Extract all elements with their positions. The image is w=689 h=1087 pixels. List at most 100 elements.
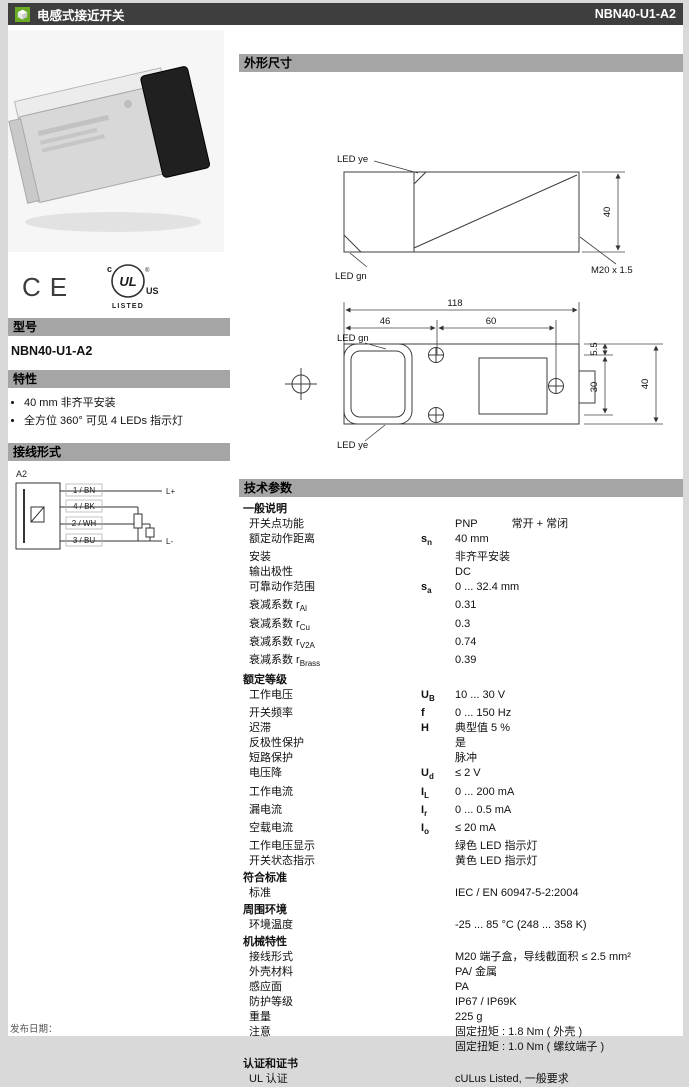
wiring-variant-label: A2: [16, 469, 27, 479]
spec-section-header: 机械特性: [243, 936, 287, 949]
spec-symbol: [421, 965, 455, 980]
section-header-connection: 接线形式: [8, 443, 230, 461]
spec-value: 225 g: [455, 1011, 483, 1024]
spec-label: 反极性保护: [249, 737, 304, 750]
release-date-note: 发布日期：: [10, 1024, 58, 1035]
ul-c-text: c: [107, 264, 112, 274]
spec-section-header: 周围环境: [243, 904, 287, 917]
spec-symbol: [421, 736, 455, 751]
spec-label: 感应面: [249, 981, 282, 994]
spec-value: 0 ... 32.4 mm: [455, 581, 520, 594]
spec-label: 电压降: [249, 767, 282, 780]
spec-row: 工作电压显示绿色 LED 指示灯: [239, 839, 683, 854]
ul-listed-logo: UL c US ® LISTED: [107, 264, 159, 310]
spec-label: 标准: [249, 887, 271, 900]
led-ye-label-bottom: LED ye: [337, 440, 368, 451]
spec-value: 典型值 5 %: [455, 722, 511, 735]
spec-value: 40 mm: [455, 533, 489, 545]
spec-label: 额定动作距离: [249, 533, 315, 545]
spec-value: 0.3: [455, 617, 471, 630]
spec-value: PA: [455, 981, 469, 994]
spec-section-header: 额定等级: [243, 674, 287, 687]
spec-value: 绿色 LED 指示灯: [455, 840, 538, 853]
spec-value: PA/ 金属: [455, 966, 497, 979]
spec-label: 开关频率: [249, 707, 293, 720]
led-gn-label-bottom: LED gn: [337, 333, 369, 344]
spec-label: 短路保护: [249, 752, 293, 765]
spec-label: 漏电流: [249, 803, 282, 816]
terminal-label: 3 / BU: [73, 536, 95, 545]
m20-label: M20 x 1.5: [591, 265, 633, 276]
spec-value: -25 ... 85 °C (248 ... 358 K): [455, 919, 587, 932]
spec-value: DC: [455, 566, 471, 579]
terminal-label: 1 / BN: [73, 486, 95, 495]
spec-section-header: 符合标准: [243, 872, 287, 885]
spec-label: 安装: [249, 551, 271, 564]
spec-section-header: 一般说明: [243, 503, 287, 515]
dim-5-5: 5.5: [589, 342, 600, 355]
dim-46: 46: [380, 316, 391, 327]
header-bar: 电感式接近开关 NBN40-U1-A2: [8, 3, 683, 25]
spec-label: 外壳材料: [249, 966, 293, 979]
product-photo-graphic: [8, 30, 224, 252]
ul-listed-text: LISTED: [112, 303, 144, 310]
l-minus-label: L-: [166, 537, 173, 546]
spec-symbol: [421, 839, 455, 854]
spec-symbol: [421, 1025, 455, 1055]
spec-label: 防护等级: [249, 996, 293, 1009]
product-photo: [8, 30, 230, 254]
spec-label: 环境温度: [249, 919, 293, 932]
spec-row: 外壳材料 PA/ 金属: [239, 965, 683, 980]
feature-item: 40 mm 非齐平安装: [24, 395, 230, 411]
spec-value: 固定扭矩 : 1.8 Nm ( 外壳 )固定扭矩 : 1.0 Nm ( 螺纹端子…: [455, 1026, 605, 1054]
led-ye-label: LED ye: [337, 154, 368, 165]
spec-row: 注意 固定扭矩 : 1.8 Nm ( 外壳 )固定扭矩 : 1.0 Nm ( 螺纹…: [239, 1025, 683, 1055]
load-symbols: [133, 513, 155, 538]
ul-logo-text: UL: [119, 274, 136, 289]
feature-item: 全方位 360° 可见 4 LEDs 指示灯: [24, 413, 230, 429]
spec-symbol: sn: [421, 533, 433, 548]
spec-label: 注意: [249, 1026, 271, 1039]
left-column: CE UL c US ® LISTED 型号 NBN40-U1-A2 特性 40…: [8, 30, 230, 1087]
terminal-label: 2 / WH: [72, 519, 97, 528]
spec-value: 10 ... 30 V: [455, 689, 506, 702]
section-header-dimensions: 外形尺寸: [239, 54, 683, 72]
wiring-diagram-block: A2: [8, 461, 230, 572]
spec-symbol: [421, 1010, 455, 1025]
spec-row: 感应面 PA: [239, 980, 683, 995]
spec-label: 衰减系数 rCu: [249, 617, 310, 632]
model-number: NBN40-U1-A2: [11, 344, 93, 358]
spec-label: 重量: [249, 1011, 271, 1024]
spec-row: 反极性保护 是: [239, 736, 683, 751]
spec-value: ≤ 2 V: [455, 767, 481, 780]
dim-60: 60: [486, 316, 497, 327]
header-model: NBN40-U1-A2: [594, 7, 676, 21]
spec-label: 衰减系数 rBrass: [249, 653, 321, 669]
spec-symbol: [421, 751, 455, 766]
spec-value: 是: [455, 737, 466, 750]
spec-value: 0 ... 200 mA: [455, 785, 515, 798]
spec-label: UL 认证: [249, 1073, 288, 1086]
spec-symbol: [421, 653, 455, 671]
spec-symbol: [421, 517, 455, 532]
spec-label: 衰减系数 rV2A: [249, 635, 315, 650]
spec-value: 非齐平安装: [455, 551, 510, 564]
dim-118: 118: [447, 298, 462, 309]
l-plus-label: L+: [166, 487, 175, 496]
section-header-technical-data: 技术参数: [239, 479, 683, 497]
